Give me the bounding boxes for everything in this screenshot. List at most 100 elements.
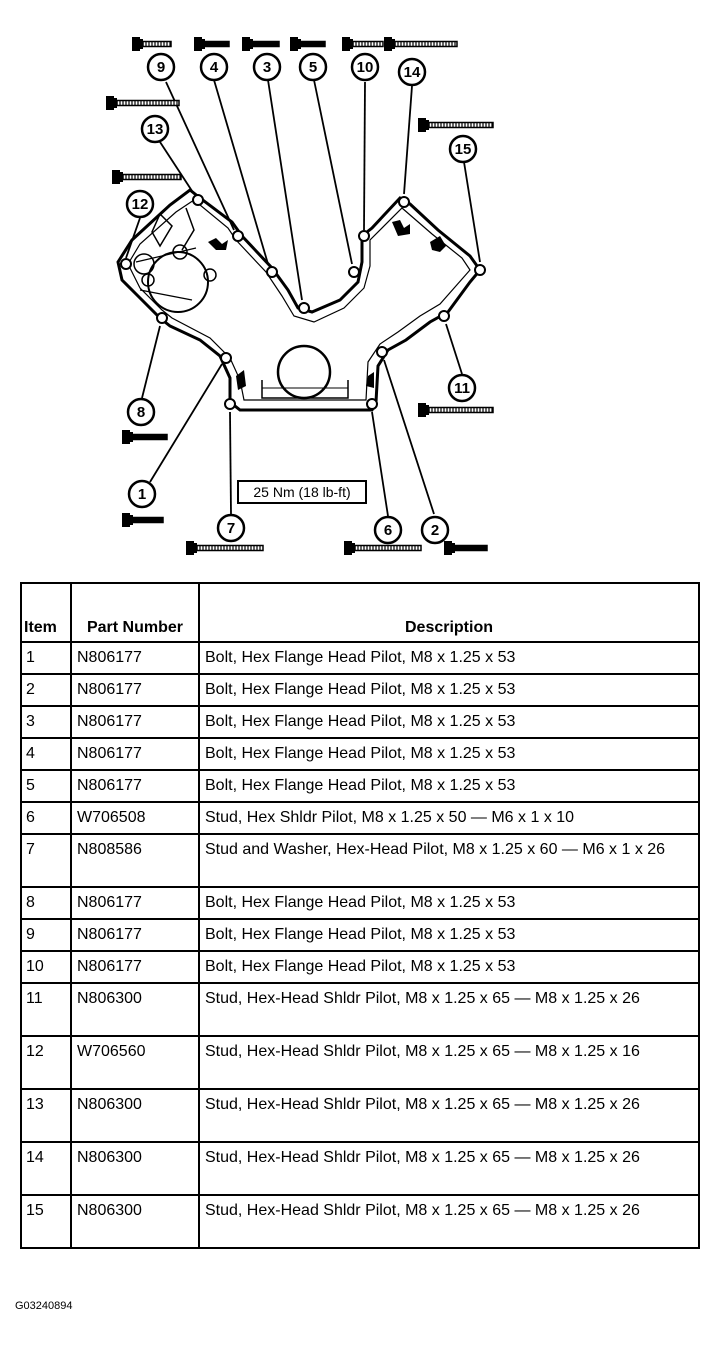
callout-4: 4: [199, 52, 229, 82]
cell-item: 4: [20, 737, 72, 771]
cell-part-number: N806177: [70, 769, 200, 803]
bolt-hole-11: [438, 310, 450, 322]
bolt-icon-5: [290, 37, 326, 51]
callout-label: 5: [309, 59, 317, 76]
callout-14: 14: [397, 57, 427, 87]
callout-label: 8: [137, 404, 145, 421]
callout-9: 9: [146, 52, 176, 82]
cell-description: Bolt, Hex Flange Head Pilot, M8 x 1.25 x…: [198, 918, 700, 952]
bolt-hole-7: [224, 398, 236, 410]
cell-item: 10: [20, 950, 72, 984]
bolt-hole-4: [266, 266, 278, 278]
callout-11: 11: [447, 373, 477, 403]
cell-part-number: N806177: [70, 673, 200, 707]
bolt-hole-14: [398, 196, 410, 208]
callout-5: 5: [298, 52, 328, 82]
torque-label: 25 Nm (18 lb-ft): [253, 484, 350, 500]
callout-label: 4: [210, 59, 219, 76]
cell-item: 5: [20, 769, 72, 803]
bolt-hole-12: [120, 258, 132, 270]
bolt-icon-1: [122, 513, 164, 527]
callout-label: 9: [157, 59, 165, 76]
bolt-icon-2: [444, 541, 488, 555]
callout-label: 13: [147, 121, 164, 138]
cell-part-number: N806177: [70, 737, 200, 771]
callout-label: 2: [431, 522, 439, 539]
bolt-hole-5: [348, 266, 360, 278]
callout-label: 15: [455, 141, 472, 158]
cell-item: 9: [20, 918, 72, 952]
bolt-icon-15: [418, 118, 494, 132]
callout-12: 12: [125, 189, 155, 219]
cell-description: Bolt, Hex Flange Head Pilot, M8 x 1.25 x…: [198, 705, 700, 739]
callout-label: 11: [454, 380, 470, 397]
cell-description: Stud and Washer, Hex-Head Pilot, M8 x 1.…: [198, 833, 700, 888]
callout-3: 3: [252, 52, 282, 82]
cell-item: 7: [20, 833, 72, 888]
callout-1: 1: [127, 479, 157, 509]
cell-part-number: W706560: [70, 1035, 200, 1090]
cell-part-number: N806177: [70, 641, 200, 675]
bolt-icon-12: [112, 170, 182, 184]
cell-part-number: N806300: [70, 1141, 200, 1196]
cell-description: Bolt, Hex Flange Head Pilot, M8 x 1.25 x…: [198, 886, 700, 920]
bolt-icon-6: [344, 541, 422, 555]
bolt-hole-9: [232, 230, 244, 242]
cell-description: Stud, Hex-Head Shldr Pilot, M8 x 1.25 x …: [198, 1194, 700, 1249]
bolt-icon-10: [342, 37, 384, 51]
cell-item: 8: [20, 886, 72, 920]
cell-description: Stud, Hex Shldr Pilot, M8 x 1.25 x 50 — …: [198, 801, 700, 835]
cell-item: 12: [20, 1035, 72, 1090]
cell-description: Bolt, Hex Flange Head Pilot, M8 x 1.25 x…: [198, 950, 700, 984]
cell-part-number: N808586: [70, 833, 200, 888]
cell-item: 14: [20, 1141, 72, 1196]
cell-part-number: W706508: [70, 801, 200, 835]
callout-8: 8: [126, 397, 156, 427]
callout-label: 6: [384, 522, 392, 539]
bolt-icon-9: [132, 37, 172, 51]
bolt-icon-14: [384, 37, 458, 51]
header-description: Description: [198, 582, 700, 643]
bolt-icon-3: [242, 37, 280, 51]
bolt-icon-4: [194, 37, 230, 51]
bolt-hole-15: [474, 264, 486, 276]
cell-item: 15: [20, 1194, 72, 1249]
cell-item: 11: [20, 982, 72, 1037]
bolt-hole-3: [298, 302, 310, 314]
callout-label: 1: [138, 486, 146, 503]
figure-id: G03240894: [15, 1300, 73, 1312]
cell-item: 1: [20, 641, 72, 675]
header-item: Item: [20, 582, 72, 643]
cell-description: Stud, Hex-Head Shldr Pilot, M8 x 1.25 x …: [198, 1141, 700, 1196]
torque-box: [237, 480, 367, 504]
cell-description: Stud, Hex-Head Shldr Pilot, M8 x 1.25 x …: [198, 1088, 700, 1143]
cell-description: Stud, Hex-Head Shldr Pilot, M8 x 1.25 x …: [198, 982, 700, 1037]
cell-description: Bolt, Hex Flange Head Pilot, M8 x 1.25 x…: [198, 737, 700, 771]
cell-description: Stud, Hex-Head Shldr Pilot, M8 x 1.25 x …: [198, 1035, 700, 1090]
cell-item: 3: [20, 705, 72, 739]
bolt-icon-7: [186, 541, 264, 555]
bolt-hole-1: [220, 352, 232, 364]
bolt-hole-10: [358, 230, 370, 242]
bolt-icon-8: [122, 430, 168, 444]
cell-part-number: N806177: [70, 705, 200, 739]
bolt-icon-13: [106, 96, 180, 110]
cell-part-number: N806300: [70, 982, 200, 1037]
table-header-row: Item Part Number Description: [20, 582, 700, 643]
callout-label: 7: [227, 520, 235, 537]
callout-13: 13: [140, 114, 170, 144]
